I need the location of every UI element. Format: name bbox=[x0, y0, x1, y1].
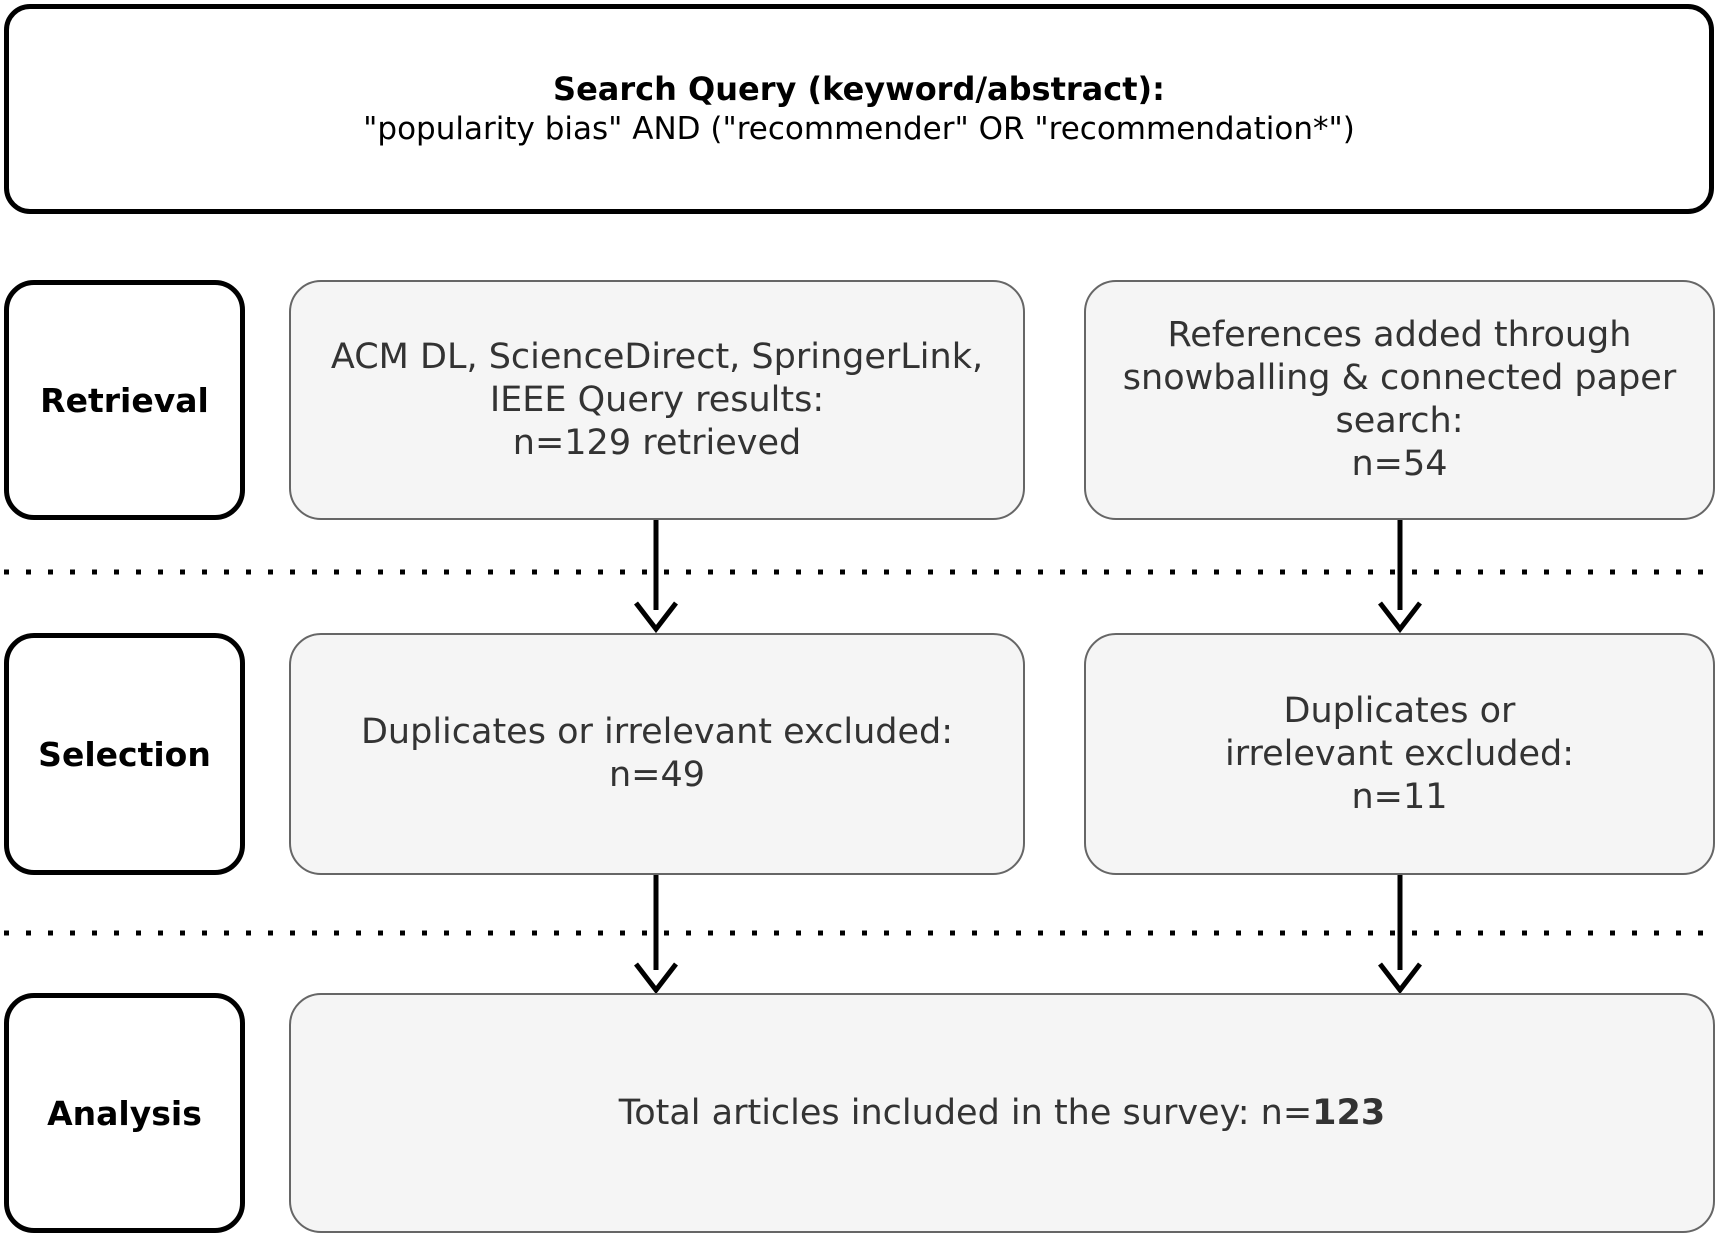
selection-database-line1: Duplicates or irrelevant excluded: bbox=[360, 712, 954, 752]
retrieval-snowballing-box: References added through snowballing & c… bbox=[1084, 280, 1715, 520]
search-query-box: Search Query (keyword/abstract): "popula… bbox=[4, 4, 1714, 214]
stage-selection-label: Selection bbox=[38, 734, 211, 774]
stage-retrieval-label: Retrieval bbox=[40, 380, 209, 420]
analysis-total-prefix: Total articles included in the survey: n… bbox=[618, 1092, 1313, 1133]
retrieval-database-line1: ACM DL, ScienceDirect, SpringerLink, bbox=[330, 336, 984, 377]
arrow-selection-to-analysis-right bbox=[1378, 873, 1422, 995]
analysis-total-text: Total articles included in the survey: n… bbox=[619, 1092, 1385, 1135]
arrow-selection-to-analysis-left bbox=[634, 873, 678, 995]
stage-retrieval: Retrieval bbox=[4, 280, 245, 520]
stage-analysis: Analysis bbox=[4, 993, 245, 1233]
retrieval-snowballing-line2: snowballing & connected paper bbox=[1122, 358, 1677, 398]
selection-snowballing-line1: Duplicates or bbox=[1283, 690, 1516, 731]
selection-snowballing-count: n=11 bbox=[1351, 776, 1448, 817]
analysis-total-count: 123 bbox=[1312, 1092, 1386, 1133]
selection-snowballing-line2: irrelevant excluded: bbox=[1224, 733, 1575, 774]
selection-database-box: Duplicates or irrelevant excluded: n=49 bbox=[289, 633, 1025, 875]
stage-analysis-label: Analysis bbox=[47, 1093, 202, 1133]
selection-snowballing-box: Duplicates or irrelevant excluded: n=11 bbox=[1084, 633, 1715, 875]
stage-selection: Selection bbox=[4, 633, 245, 875]
retrieval-database-box: ACM DL, ScienceDirect, SpringerLink, IEE… bbox=[289, 280, 1025, 520]
retrieval-database-count: n=129 retrieved bbox=[512, 422, 802, 463]
retrieval-snowballing-count: n=54 bbox=[1351, 444, 1448, 484]
arrow-retrieval-to-selection-right bbox=[1378, 520, 1422, 634]
search-query-text: "popularity bias" AND ("recommender" OR … bbox=[363, 111, 1355, 147]
search-query-title: Search Query (keyword/abstract): bbox=[553, 70, 1165, 108]
retrieval-snowballing-line3: search: bbox=[1335, 401, 1464, 441]
arrow-retrieval-to-selection-left bbox=[634, 520, 678, 634]
analysis-total-box: Total articles included in the survey: n… bbox=[289, 993, 1715, 1233]
retrieval-database-line2: IEEE Query results: bbox=[489, 379, 825, 420]
selection-database-count: n=49 bbox=[608, 755, 706, 795]
retrieval-snowballing-line1: References added through bbox=[1167, 315, 1632, 355]
